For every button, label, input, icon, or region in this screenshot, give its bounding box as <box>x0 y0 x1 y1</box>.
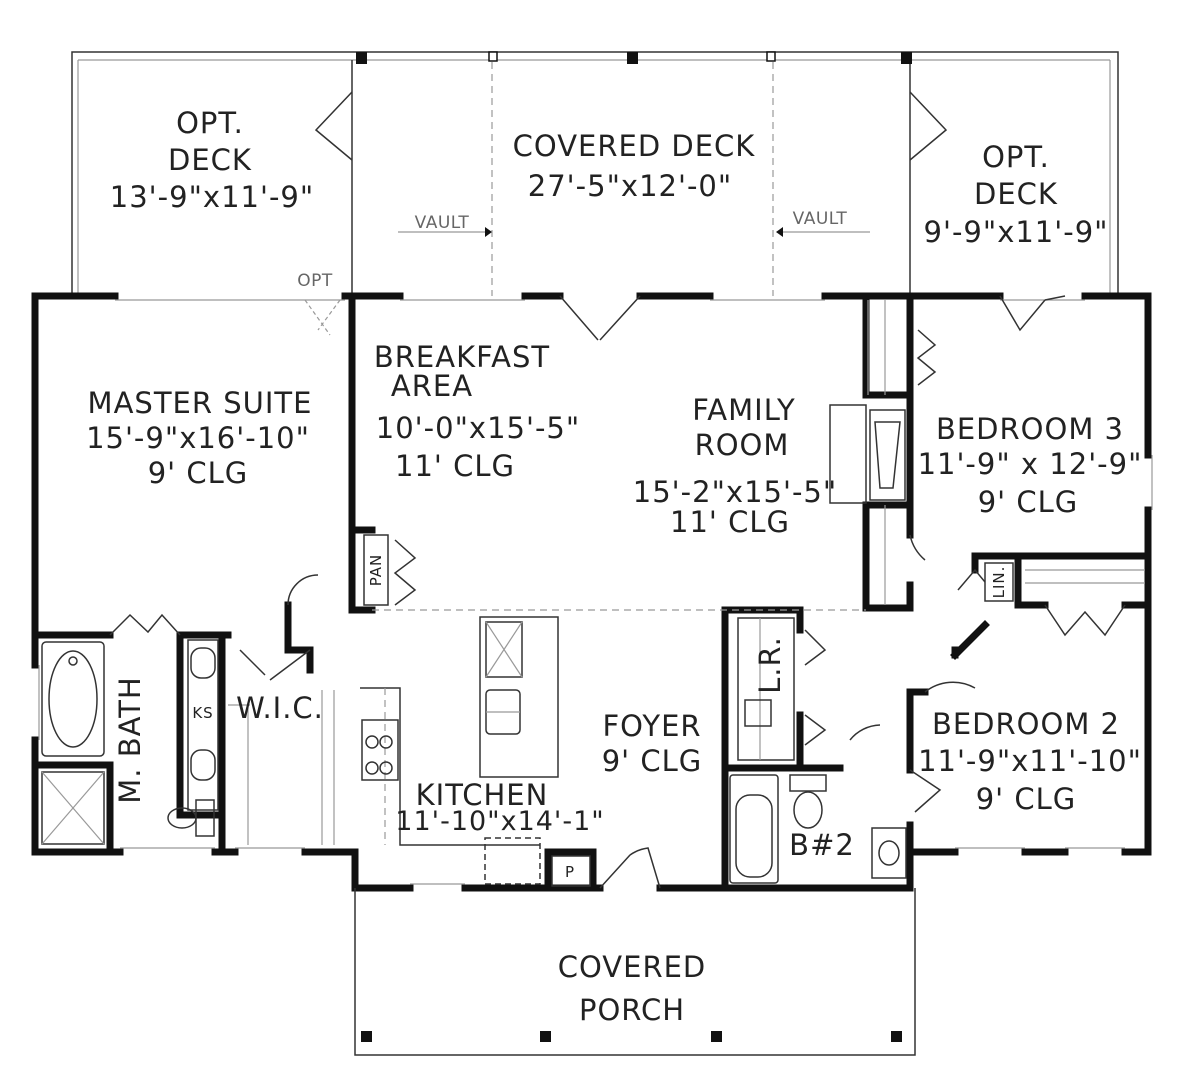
master-suite-clg: 9' CLG <box>148 456 249 490</box>
m-bath-label: M. BATH <box>113 676 147 803</box>
family-room-clg: 11' CLG <box>670 505 790 539</box>
small-labels: VAULT VAULT OPT PAN LIN. KS P <box>192 209 1008 881</box>
breakfast-area-line2: AREA <box>391 369 473 403</box>
vault-right-label: VAULT <box>793 209 848 229</box>
bath2-label: B#2 <box>789 828 855 862</box>
bedroom2-name: BEDROOM 2 <box>932 707 1120 741</box>
covered-deck-name: COVERED DECK <box>513 129 756 163</box>
bedroom3-dims: 11'-9" x 12'-9" <box>918 447 1143 481</box>
house-walls <box>31 292 1153 892</box>
breakfast-area-dims: 10'-0"x15'-5" <box>376 411 580 445</box>
vault-arrows <box>398 227 870 237</box>
deck-posts <box>356 51 912 64</box>
pantry-label: PAN <box>367 554 385 587</box>
laundry-label: L.R. <box>753 636 787 694</box>
covered-porch-line2: PORCH <box>579 993 685 1027</box>
covered-deck-dims: 27'-5"x12'-0" <box>528 169 732 203</box>
bedroom2-dims: 11'-9"x11'-10" <box>918 744 1142 778</box>
family-room-line1: FAMILY <box>692 393 795 427</box>
opt-deck-left-line2: DECK <box>168 143 252 177</box>
kitchen-dims: 11'-10"x14'-1" <box>395 806 604 837</box>
wic-label: W.I.C. <box>236 691 324 725</box>
bedroom3-clg: 9' CLG <box>978 485 1079 519</box>
bedroom3-name: BEDROOM 3 <box>936 412 1124 446</box>
linen-label: LIN. <box>990 566 1008 599</box>
opt-deck-left-dims: 13'-9"x11'-9" <box>110 180 314 214</box>
ks-label: KS <box>192 704 213 722</box>
opt-deck-left-line1: OPT. <box>176 106 244 140</box>
opt-label: OPT <box>297 271 333 291</box>
foyer-clg: 9' CLG <box>602 744 703 778</box>
covered-porch-outline <box>354 888 916 1056</box>
breakfast-area-line1: BREAKFAST <box>374 340 550 374</box>
family-room-line2: ROOM <box>695 428 790 462</box>
room-labels: OPT. DECK 13'-9"x11'-9" COVERED DECK 27'… <box>86 106 1143 1027</box>
breakfast-area-clg: 11' CLG <box>395 449 515 483</box>
kitchen-name: KITCHEN <box>416 778 549 812</box>
vault-left-label: VAULT <box>415 213 470 233</box>
bedroom2-clg: 9' CLG <box>976 782 1077 816</box>
pantry-p-label: P <box>565 863 575 881</box>
fixtures <box>41 295 1145 889</box>
foyer-name: FOYER <box>602 709 701 743</box>
covered-porch-line1: COVERED <box>558 950 707 984</box>
master-suite-dims: 15'-9"x16'-10" <box>86 421 310 455</box>
opt-deck-right-dims: 9'-9"x11'-9" <box>924 215 1109 249</box>
deck-outline <box>71 51 1119 296</box>
opt-deck-right-line2: DECK <box>974 177 1058 211</box>
family-room-dims: 15'-2"x15'-5" <box>633 475 837 509</box>
master-suite-name: MASTER SUITE <box>88 386 313 420</box>
opt-deck-right-line1: OPT. <box>982 140 1050 174</box>
